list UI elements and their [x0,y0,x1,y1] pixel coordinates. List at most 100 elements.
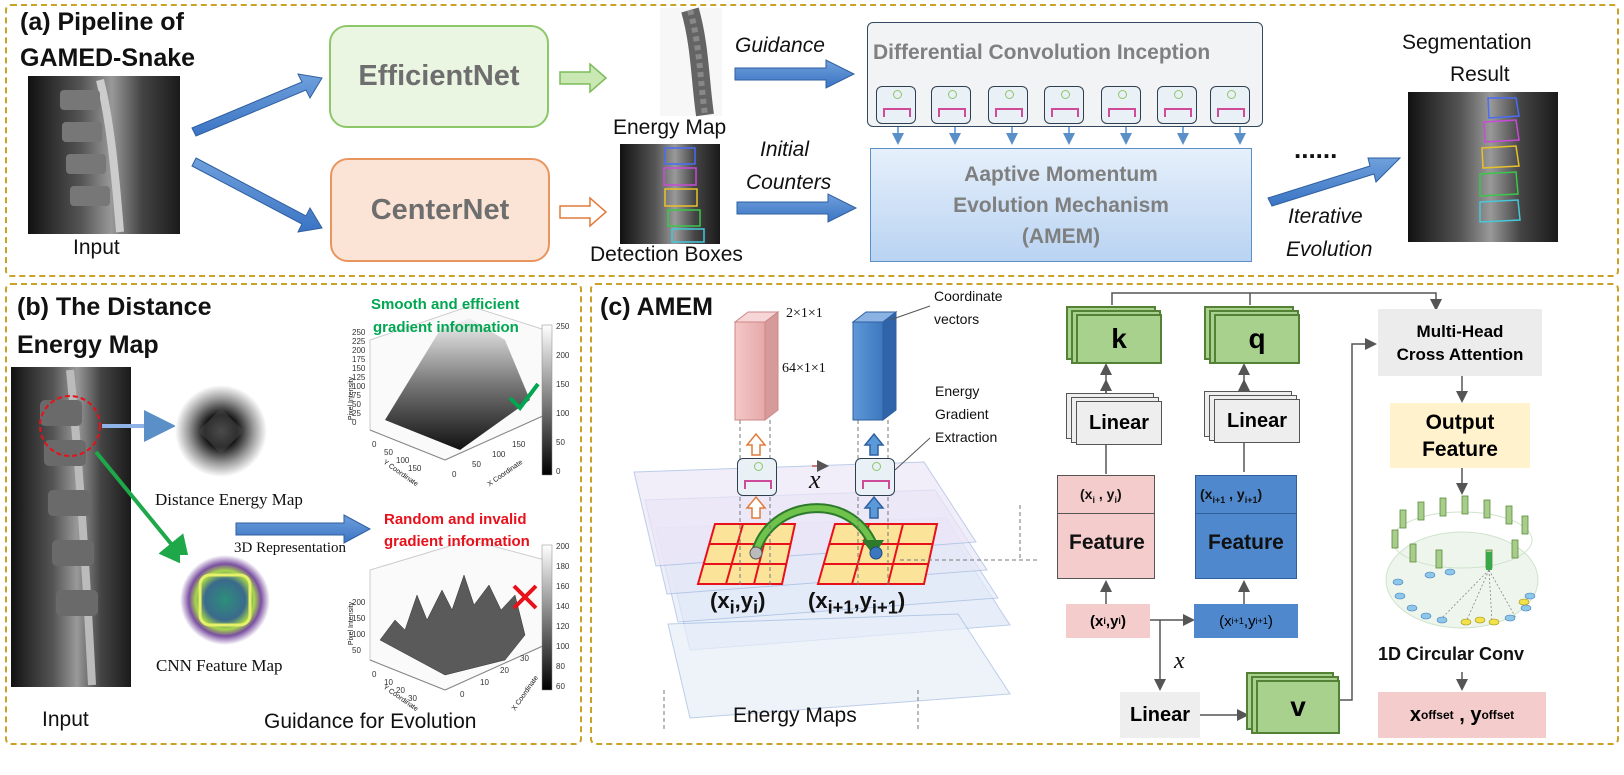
point-i1-sub-x: i+1 [827,596,854,618]
amem-line1: Aaptive Momentum [964,162,1158,186]
point-i1-close: ) [897,588,906,613]
panel-b-subtitle: Energy Map [17,331,159,359]
dci-title: Differential Convolution Inception [873,41,1211,64]
circular-conv-label: 1D Circular Conv [1378,644,1525,664]
z-tick-label: 100 [352,382,366,391]
z-tick-label: 0 [352,418,357,427]
dci-to-amem-arrows [892,126,1246,145]
z-tick-label: 150 [352,614,366,623]
input-mri-image [28,76,180,234]
feature-i1-coord: (xi+1 , yi+1) [1200,486,1263,505]
panel-b-input-mri [11,367,131,687]
panel-a-input-label: Input [73,236,120,259]
v-box: v [1256,680,1340,734]
efficientnet-box: EfficientNet [329,25,549,128]
energy-gradient-label-1: Energy [935,383,980,399]
y-tick-label: 100 [396,456,410,465]
x-tick-label: 150 [512,440,526,449]
colorbar-tick-label: 60 [556,682,565,691]
circular-conv-illustration [1385,495,1539,629]
energy-gradient-label-3: Extraction [935,429,998,445]
point-i1-open: (x [808,588,828,613]
y-tick-label: 10 [384,678,393,687]
y-tick-label: 150 [408,464,422,473]
colorbar-tick-label: 200 [556,542,570,551]
random-label-1: Random and invalid [384,511,527,528]
distance-energy-map-image [175,385,267,477]
guidance-for-evolution-label: Guidance for Evolution [264,710,477,733]
panel-b-title: (b) The Distance [17,293,212,321]
colorbar-tick-label: 120 [556,622,570,631]
z-tick-label: 225 [352,337,366,346]
colorbar-tick-label: 100 [556,409,570,418]
y-tick-label: 30 [408,694,417,703]
offset-y-sub: offset [1481,708,1515,722]
colorbar-tick-label: 140 [556,602,570,611]
x-tick-label: 50 [472,460,481,469]
feature-i-label: Feature [1069,531,1145,554]
panel-c-title: (c) AMEM [600,293,713,321]
coordinate-vectors-label-2: vectors [934,311,980,327]
momentum-curve-arrow [749,503,884,560]
z-tick-label: 50 [352,400,361,409]
guidance-label: Guidance [735,34,825,57]
z-tick-label: 200 [352,346,366,355]
x-tick-label: 0 [460,690,465,699]
z-tick-label: 25 [352,409,361,418]
dci-unit-icon [931,86,971,124]
amem-line3: (AMEM) [1021,224,1101,248]
pink-feature-vector [733,310,780,422]
point-i-sub-x: i [729,596,735,618]
feature-i-block: (xi , yi) Feature [1057,475,1155,579]
point-i1-sub-y: i+1 [871,596,898,618]
ellipsis-dots: ...... [1294,134,1338,164]
dim-top-label: 2×1×1 [786,306,823,321]
random-surface-plot [369,539,553,691]
point-i-sub-y: i [753,596,759,618]
cnn-feature-map-image [180,555,270,645]
point-i-close: ) [758,588,766,613]
panel-c-frame [590,283,1619,745]
cnn-feature-map-label: CNN Feature Map [156,656,283,675]
distance-energy-map-label: Distance Energy Map [155,490,303,509]
q-box: q [1214,314,1300,364]
colorbar-tick-label: 180 [556,562,570,571]
dci-unit-icon [1101,86,1141,124]
x-tick-label: 30 [520,654,529,663]
z-tick-label: 125 [352,373,366,382]
centernet-box: CenterNet [330,158,550,262]
y-tick-label: 0 [372,670,377,679]
amem-line2: Evolution Mechanism [953,193,1169,217]
colorbar-tick-label: 100 [556,642,570,651]
grid-left [696,523,797,585]
z-tick-label: 250 [352,328,366,337]
feature-i1-label: Feature [1208,531,1284,554]
x-tick-label: 20 [500,666,509,675]
linear-q-box: Linear [1214,399,1300,443]
random-label-2: gradient information [384,533,530,550]
x-tick-label: 100 [492,450,506,459]
panel-b-input-label: Input [42,708,89,731]
colorbar-tick-label: 80 [556,662,565,671]
point-i-open: (x [710,588,730,613]
colorbar-tick-label: 250 [556,322,570,331]
energy-maps-label: Energy Maps [733,704,857,727]
x-tick-label: 0 [452,470,457,479]
offset-x-sub: offset [1420,708,1454,722]
mhca-line2: Cross Attention [1396,344,1524,364]
k-box: k [1076,314,1162,364]
mhca-line1: Multi-Head [1416,321,1504,341]
blue-feature-vector [851,310,898,422]
offset-x: x [1409,703,1421,726]
energy-map-image [660,7,722,117]
dci-unit-icon [1210,86,1250,124]
dci-unit-icon [1157,86,1197,124]
extraction-unit-left-icon [737,458,777,496]
result-label: Result [1450,63,1510,86]
dci-unit-icon [876,86,916,124]
dim-mid-label: 64×1×1 [782,361,826,376]
representation-label: 3D Representation [234,540,347,556]
dci-unit-icon [1044,86,1084,124]
